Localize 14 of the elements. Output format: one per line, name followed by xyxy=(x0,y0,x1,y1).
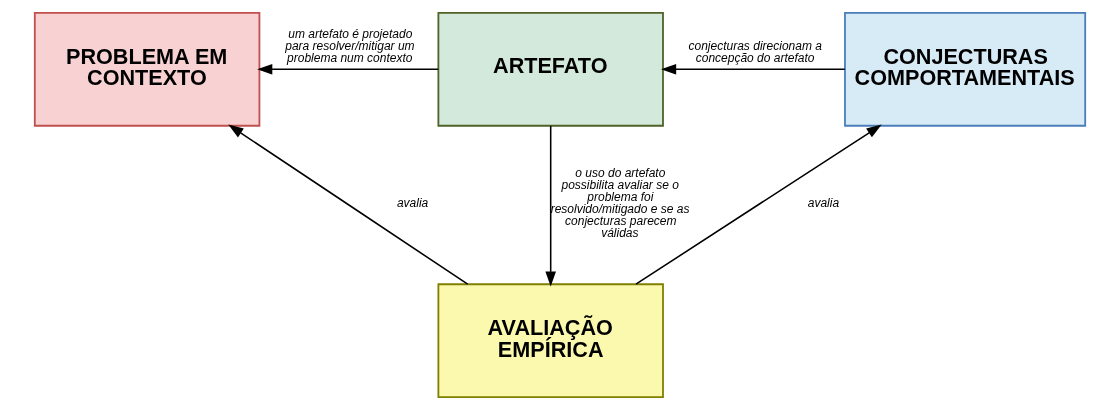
arrow xyxy=(228,124,469,285)
arrow xyxy=(257,63,439,75)
node-box: ARTEFATO xyxy=(437,11,664,127)
arrow xyxy=(545,125,556,287)
node-box: AVALIAÇÃO EMPÍRICA xyxy=(437,283,664,399)
arrow xyxy=(661,63,846,75)
node-box: CONJECTURAS COMPORTAMENTAIS xyxy=(844,11,1087,127)
node-box: PROBLEMA EM CONTEXTO xyxy=(33,11,261,127)
edge-label: avalia xyxy=(807,195,840,210)
edge-label: conjecturas direcionam a concepção do artefato xyxy=(688,39,822,66)
edge-label: o uso do artefato possibilita avaliar se o problema foi resolvido/mitigado e se as conjecturas parecem válidas xyxy=(550,166,690,241)
arrow xyxy=(635,124,882,285)
edge-label: avalia xyxy=(396,195,429,210)
edge-label: um artefato é projetado para resolver/mitigar um problema num contexto xyxy=(285,27,415,66)
